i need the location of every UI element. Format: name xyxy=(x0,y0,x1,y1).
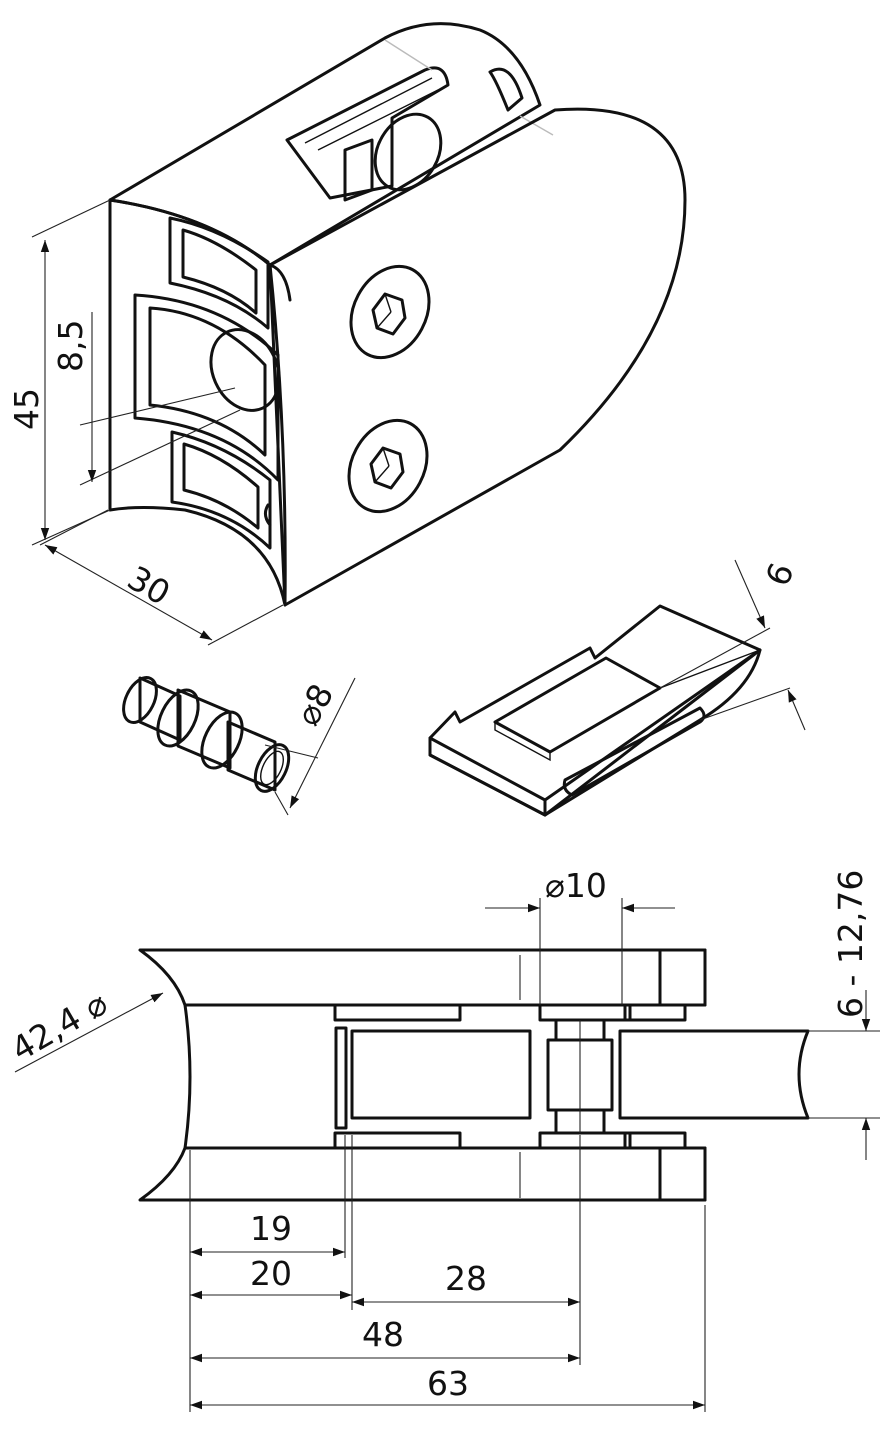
tube-diameter-label: 42,4 ⌀ xyxy=(5,983,114,1069)
dim-63-label: 63 xyxy=(427,1364,469,1403)
clamp-section-view xyxy=(138,948,810,1202)
dimension-bore-diameter: ⌀10 xyxy=(485,866,675,1005)
dimension-chain: 19 20 28 48 63 xyxy=(189,1135,706,1412)
dim-19-label: 19 xyxy=(250,1209,292,1248)
clamp-iso-view xyxy=(108,22,687,607)
height-label: 45 xyxy=(7,388,46,430)
glass-range-label: 6 - 12,76 xyxy=(831,870,870,1018)
dimension-slot: 8,5 xyxy=(51,312,241,486)
slot-label: 8,5 xyxy=(51,320,90,372)
dimension-glass-range: 6 - 12,76 xyxy=(808,870,880,1160)
bore-diameter-label: ⌀10 xyxy=(545,866,607,905)
insert-pad-part xyxy=(428,604,762,817)
dim-28-label: 28 xyxy=(445,1259,487,1298)
dim-20-label: 20 xyxy=(250,1254,292,1293)
dimension-tube-diameter: 42,4 ⌀ xyxy=(5,983,164,1073)
pin-part xyxy=(122,676,291,793)
pin-diameter-label: ⌀8 xyxy=(288,677,342,731)
dim-48-label: 48 xyxy=(362,1315,404,1354)
depth-label: 30 xyxy=(121,558,177,613)
insert-thickness-label: 9 xyxy=(757,557,801,591)
